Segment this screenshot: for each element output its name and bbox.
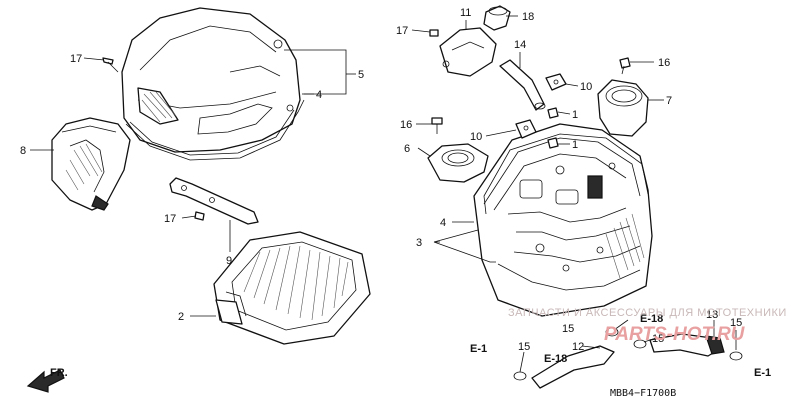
bolt-1-upper[interactable] [547, 107, 559, 119]
leader-lines [30, 15, 737, 373]
screw-16-left[interactable] [431, 117, 443, 134]
callout-10-lower: 10 [470, 131, 482, 143]
air-cleaner-cover[interactable] [121, 7, 301, 153]
screw-16-right[interactable] [619, 57, 631, 75]
bracket-stay[interactable] [169, 177, 259, 225]
intake-duct[interactable] [51, 117, 131, 211]
callout-1-upper: 1 [572, 109, 578, 121]
ref-e18-lower: E-18 [544, 353, 567, 365]
callout-7: 7 [666, 95, 672, 107]
callout-17-stay: 17 [164, 213, 176, 225]
callout-17-joint: 17 [396, 25, 408, 37]
callout-4-cover: 4 [316, 89, 322, 101]
callout-17-cover: 17 [70, 53, 82, 65]
watermark-text: ЗАПЧАСТИ И АКСЕССУАРЫ ДЛЯ МОТОТЕХНИКИ [508, 307, 787, 319]
hose-clamp-15c[interactable] [633, 339, 647, 349]
cap-18[interactable] [483, 5, 511, 31]
callout-5: 5 [358, 69, 364, 81]
callout-4-case: 4 [440, 217, 446, 229]
screw-17-stay[interactable] [194, 211, 205, 221]
callout-18: 18 [522, 11, 534, 23]
callout-11: 11 [460, 7, 471, 19]
callout-15-b: 15 [562, 323, 574, 335]
drain-hose-12[interactable] [531, 345, 615, 389]
front-direction-label: FR. [50, 367, 68, 379]
insulator-6[interactable] [427, 143, 489, 183]
front-direction-arrow [26, 369, 65, 393]
callout-9: 9 [226, 255, 232, 267]
callout-6: 6 [404, 143, 410, 155]
callout-3: 3 [416, 237, 422, 249]
ref-e18-upper: E-18 [640, 313, 663, 325]
clip-10-upper[interactable] [545, 73, 567, 91]
callout-14: 14 [514, 39, 526, 51]
callout-13: 13 [706, 309, 718, 321]
callout-10-upper: 10 [580, 81, 592, 93]
hose-clamp-15d[interactable] [729, 351, 743, 361]
hose-clamp-15a[interactable] [513, 371, 527, 381]
air-cleaner-case[interactable] [473, 123, 653, 317]
ref-e1-right: E-1 [754, 367, 771, 379]
callout-16-right: 16 [658, 57, 670, 69]
callout-15-d: 15 [730, 317, 742, 329]
hose-clamp-15b[interactable] [605, 327, 619, 337]
callout-15-a: 15 [518, 341, 530, 353]
screw-17-cover[interactable] [102, 57, 119, 73]
cover-seal[interactable] [125, 99, 305, 161]
screw-17-joint[interactable] [429, 29, 439, 37]
callout-15-c: 15 [652, 333, 664, 345]
callout-1-lower: 1 [572, 139, 578, 151]
drain-hose-13[interactable] [649, 333, 725, 357]
callout-12: 12 [572, 341, 584, 353]
watermark-brand: PARTS-HOT.RU [604, 324, 746, 345]
breather-tube-14[interactable] [499, 59, 546, 111]
diagram-code: MBB4−F1700B [610, 388, 676, 399]
breather-joint-11[interactable] [439, 27, 497, 77]
callout-8: 8 [20, 145, 26, 157]
callout-2: 2 [178, 311, 184, 323]
clip-10-lower[interactable] [515, 119, 537, 139]
callout-16-left: 16 [400, 119, 412, 131]
bolt-1-lower[interactable] [547, 137, 559, 149]
funnel-7[interactable] [597, 79, 649, 137]
ref-e1-left: E-1 [470, 343, 487, 355]
case-seal[interactable] [483, 133, 649, 215]
air-filter-element[interactable] [213, 231, 371, 345]
